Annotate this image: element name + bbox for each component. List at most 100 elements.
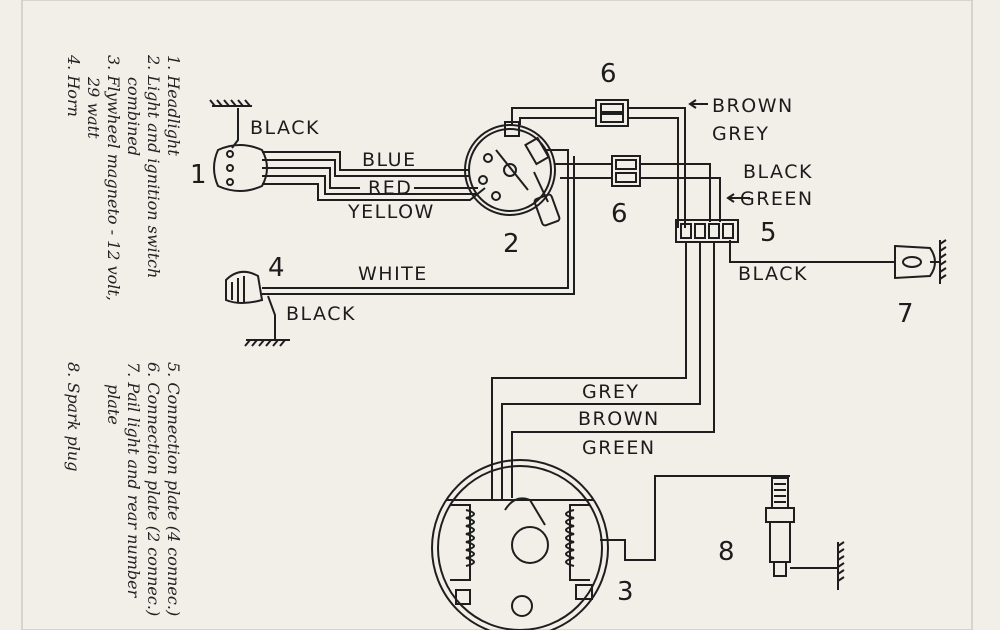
label-grey-bottom: GREY (582, 381, 640, 403)
insulator-ribs-icon (774, 483, 786, 503)
plate-icon (595, 99, 629, 127)
legend-item-6: 6. Connection plate (2 connec.) (144, 362, 163, 616)
plate-icon (611, 155, 641, 187)
legend-item-3: 3. Flywheel magneto - 12 volt, (104, 55, 123, 301)
coil-winding-icon (565, 509, 575, 567)
label-black-headlight: BLACK (250, 117, 320, 139)
white-wire (262, 149, 569, 289)
switch-terminal-icon (504, 121, 520, 137)
spark-plug-thread-icon (773, 561, 787, 577)
label-black-horn: BLACK (286, 303, 356, 325)
component-numbers: 1 2 3 4 5 6 6 7 8 (190, 59, 914, 607)
label-green-bottom: GREEN (582, 437, 656, 459)
horn-icon (225, 270, 264, 304)
connection-plate-6-top (595, 99, 629, 127)
spark-plug-hex-icon (765, 507, 795, 523)
number-magneto: 3 (617, 577, 634, 607)
legend-column-1: 1. Headlight 2. Light and ignition switc… (64, 54, 183, 301)
grey-wire-top (519, 117, 596, 125)
terminal-icon (226, 178, 234, 186)
arrow-left-icon (726, 193, 750, 203)
legend-item-7: 7. Pail light and rear number (124, 362, 143, 599)
switch-pin-icon (478, 175, 488, 185)
label-brown-bottom: BROWN (578, 408, 660, 430)
spark-plug (765, 475, 795, 577)
label-black-right: BLACK (743, 161, 813, 183)
ignition-switch (464, 121, 561, 227)
label-blue: BLUE (362, 149, 417, 171)
label-yellow: YELLOW (347, 201, 435, 223)
switch-terminal-icon (524, 136, 550, 166)
plate-slot-icon (615, 172, 637, 183)
ground-hatch-icon (939, 239, 947, 280)
bulb-icon (902, 256, 922, 268)
number-plate-6-top: 6 (600, 59, 617, 89)
terminal-icon (226, 164, 234, 172)
switch-body-icon (464, 124, 556, 216)
green-wire-right-b (640, 177, 721, 222)
white-wire-b (262, 156, 575, 295)
label-brown-top: BROWN (712, 95, 794, 117)
blue-wire-b (262, 159, 470, 177)
red-wire (262, 167, 360, 189)
spark-plug-insulator-icon (771, 477, 789, 509)
connection-plate-5 (675, 219, 739, 243)
arrows (688, 99, 750, 203)
magneto-ring-icon (437, 465, 603, 630)
black-wire-tail (729, 240, 895, 263)
plate-slot-icon (600, 113, 624, 123)
horn-grille-icon (231, 276, 245, 303)
legend-item-4: 4. Horn (64, 54, 83, 117)
switch-key-shaft-icon (533, 171, 549, 203)
arrow-left-icon (688, 99, 708, 109)
plate-slot-icon (680, 223, 692, 239)
legend-item-5: 5. Connection plate (4 connec.) (164, 362, 183, 616)
legend-item-2-cont: combined (124, 77, 143, 156)
connection-plate-6-bottom (611, 155, 641, 187)
number-switch: 2 (503, 229, 520, 259)
tail-light (894, 244, 940, 280)
number-plate-6-bottom: 6 (611, 199, 628, 229)
number-spark-plug: 8 (718, 537, 735, 567)
terminal-icon (226, 150, 234, 158)
label-green-right: GREEN (740, 188, 814, 210)
breaker-arm-icon (504, 497, 546, 526)
label-white: WHITE (358, 263, 428, 285)
legend-item-2: 2. Light and ignition switch (144, 54, 163, 278)
legend-item-7-cont: plate (104, 384, 123, 425)
brown-wire-top (511, 107, 596, 125)
legend: 1. Headlight 2. Light and ignition switc… (64, 54, 183, 616)
headlight (213, 144, 268, 192)
red-wire-c (262, 175, 478, 195)
headlight-ground-wire (231, 108, 239, 149)
plate-slot-icon (708, 223, 720, 239)
wires (231, 107, 895, 569)
terminal-icon (575, 584, 593, 600)
wire-labels: BLACK BLUE RED YELLOW WHITE BLACK BROWN … (250, 95, 814, 459)
number-headlight: 1 (190, 160, 207, 190)
ground-hatch-icon (244, 339, 286, 347)
ground-hatch-icon (209, 99, 251, 107)
blue-wire (262, 151, 470, 171)
headlight-icon (213, 144, 268, 192)
label-grey-top: GREY (712, 123, 770, 145)
brown-wire-bottom (501, 242, 701, 500)
flywheel-magneto (431, 459, 609, 630)
horn (225, 270, 264, 304)
magneto-body-icon (431, 459, 609, 630)
legend-column-2: 5. Connection plate (4 connec.) 6. Conne… (64, 362, 183, 616)
plate-slot-icon (722, 223, 734, 239)
coil-winding-icon (465, 509, 475, 567)
spark-plug-wire (600, 475, 770, 561)
yellow-wire (262, 183, 486, 201)
black-wire-right-b (640, 163, 711, 222)
ground-symbols (209, 99, 947, 590)
switch-ring-icon (468, 128, 552, 212)
terminal-icon (455, 589, 471, 605)
label-red: RED (368, 177, 412, 199)
switch-pin-icon (483, 153, 493, 163)
spark-plug-body-icon (769, 521, 791, 563)
page-frame (21, 0, 973, 630)
